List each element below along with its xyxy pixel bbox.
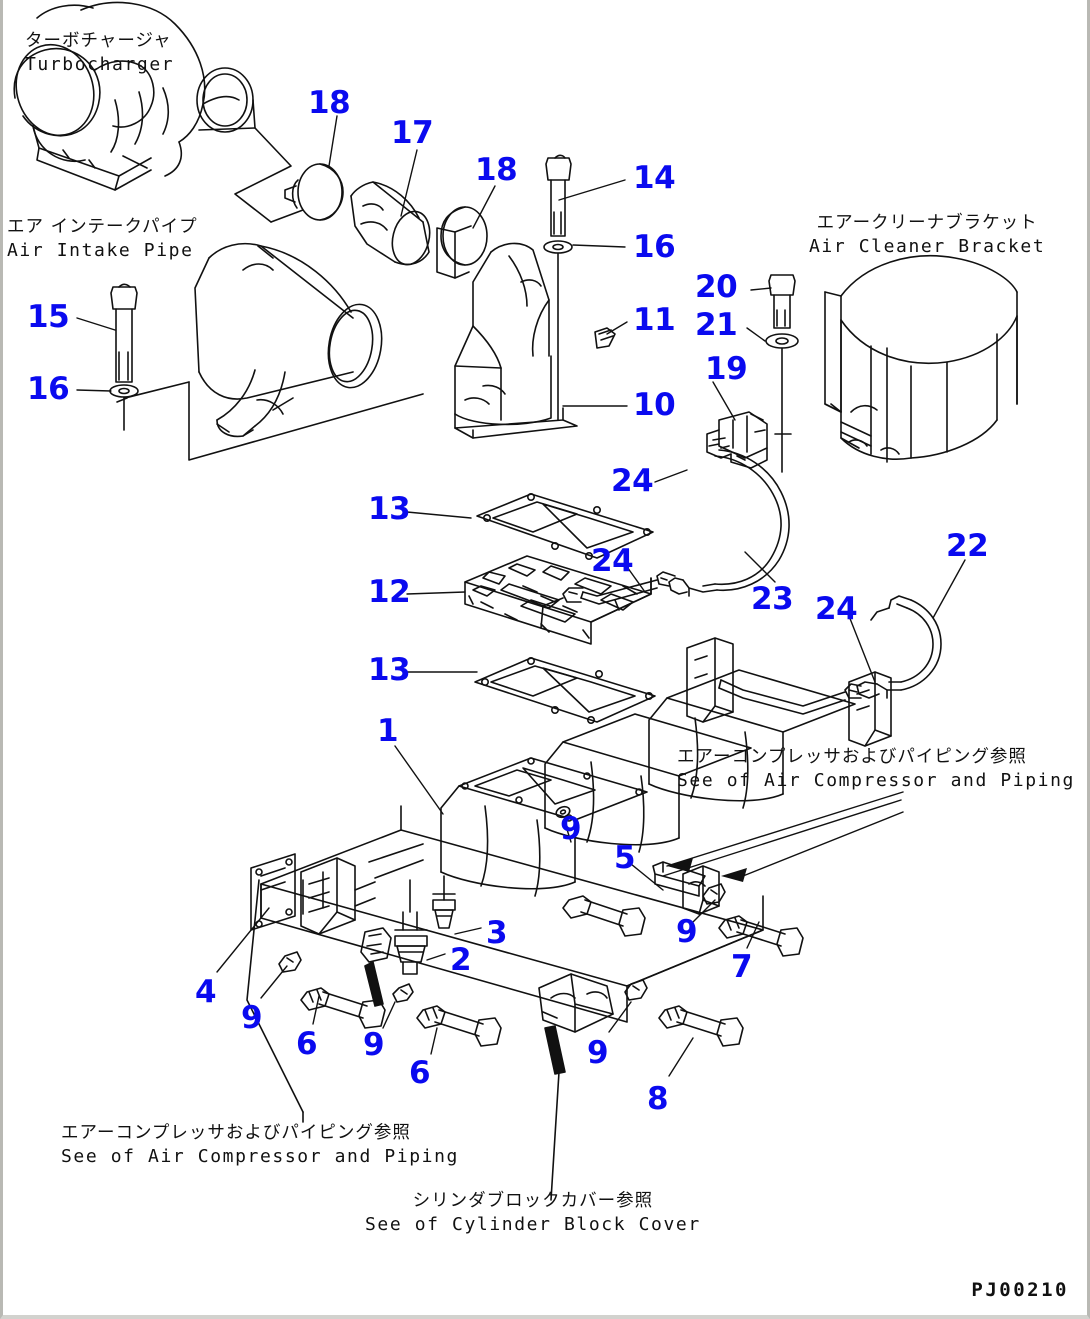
callout-8: 8 <box>647 1081 669 1117</box>
label-see-cylinder-block-cover: シリンダブロックカバー参照 See of Cylinder Block Cove… <box>365 1190 701 1236</box>
exhaust-manifold-1 <box>260 637 892 1023</box>
pipe-23 <box>668 449 790 597</box>
label-see-air-compressor-left: エアーコンプレッサおよびパイピング参照 See of Air Compresso… <box>61 1122 459 1168</box>
lower-bracket <box>538 973 614 1033</box>
turbocharger-part <box>13 1 256 191</box>
bolt-5-bolt <box>562 895 646 937</box>
hose-22 <box>856 595 942 699</box>
bolt-15 <box>110 283 138 383</box>
valve-assembly-19 <box>706 411 768 469</box>
label-turbocharger-jp: ターボチャージャ <box>25 31 172 51</box>
callout-21: 21 <box>695 307 738 343</box>
washer-16-top <box>543 240 573 254</box>
washer-21 <box>765 333 799 349</box>
washer-9-a <box>555 805 571 819</box>
hose-clamp-18-right <box>436 206 488 279</box>
washer-9-e <box>624 979 648 1001</box>
label-air-intake-pipe-jp: エア インテークパイプ <box>7 217 198 237</box>
fitting-11 <box>594 327 616 349</box>
label-see-air-compressor-right: エアーコンプレッサおよびパイピング参照 See of Air Compresso… <box>677 746 1075 792</box>
bolt-14 <box>545 154 572 237</box>
callout-3: 3 <box>486 915 508 951</box>
label-turbocharger-en: Turbocharger <box>25 53 175 75</box>
fitting-3 <box>432 875 456 929</box>
washer-9-c <box>278 951 302 973</box>
callout-1: 1 <box>377 713 399 749</box>
dowel-5 <box>652 861 706 897</box>
hose-17 <box>350 181 431 266</box>
air-intake-pipe-part <box>194 242 383 438</box>
connector-24-c <box>844 683 862 699</box>
callout-6-b: 6 <box>409 1055 431 1091</box>
plug-2 <box>394 911 428 975</box>
bolt-6-b <box>416 1005 502 1047</box>
callout-24-b: 24 <box>591 543 634 579</box>
callout-16-a: 16 <box>633 229 676 265</box>
callout-2: 2 <box>450 942 472 978</box>
callout-4: 4 <box>195 974 217 1010</box>
callout-16-b: 16 <box>27 371 70 407</box>
callout-17: 17 <box>391 115 434 151</box>
bracket-5b <box>682 865 720 915</box>
callout-5: 5 <box>614 840 636 876</box>
callout-9-d: 9 <box>363 1027 385 1063</box>
housing-12 <box>464 555 652 645</box>
callout-9-a: 9 <box>560 811 582 847</box>
gasket-13-bottom <box>474 656 656 724</box>
callout-19: 19 <box>705 351 748 387</box>
callout-15: 15 <box>27 299 70 335</box>
label-see-air-compressor-left-jp: エアーコンプレッサおよびパイピング参照 <box>61 1123 411 1143</box>
callout-7: 7 <box>731 949 753 985</box>
label-see-cylinder-block-cover-en: See of Cylinder Block Cover <box>365 1213 701 1235</box>
technical-line-drawing <box>13 1 1018 1201</box>
callout-12: 12 <box>368 574 411 610</box>
callout-10: 10 <box>633 387 676 423</box>
callout-24-a: 24 <box>611 463 654 499</box>
callout-9-e: 9 <box>587 1035 609 1071</box>
gasket-13-top <box>476 492 654 560</box>
stud-left <box>360 927 392 963</box>
label-see-air-compressor-right-en: See of Air Compressor and Piping <box>677 769 1075 791</box>
callout-11: 11 <box>633 302 676 338</box>
label-air-cleaner-bracket: エアークリーナブラケット Air Cleaner Bracket <box>809 212 1045 258</box>
callout-20: 20 <box>695 269 738 305</box>
label-air-intake-pipe: エア インテークパイプ Air Intake Pipe <box>7 216 198 262</box>
connector-24-b2 <box>562 587 584 603</box>
callout-13-a: 13 <box>368 491 411 527</box>
hose-clamp-18-left <box>284 163 344 221</box>
callout-9-b: 9 <box>676 914 698 950</box>
bolt-20 <box>768 274 796 329</box>
washer-16-left <box>109 384 139 398</box>
bolt-8 <box>658 1005 744 1047</box>
label-see-air-compressor-right-jp: エアーコンプレッサおよびパイピング参照 <box>677 747 1027 767</box>
callout-23: 23 <box>751 581 794 617</box>
intake-elbow-10 <box>454 242 578 439</box>
callout-18-a: 18 <box>308 85 351 121</box>
label-air-cleaner-bracket-en: Air Cleaner Bracket <box>809 235 1046 257</box>
label-turbocharger: ターボチャージャ Turbocharger <box>25 30 174 76</box>
callout-13-b: 13 <box>368 652 411 688</box>
connector-24-b <box>656 571 676 587</box>
callout-14: 14 <box>633 160 676 196</box>
callout-22: 22 <box>946 528 989 564</box>
bolt-7 <box>718 915 804 957</box>
label-air-cleaner-bracket-jp: エアークリーナブラケット <box>816 213 1038 233</box>
label-see-air-compressor-left-en: See of Air Compressor and Piping <box>61 1145 459 1167</box>
callout-18-b: 18 <box>475 152 518 188</box>
drawing-number: PJ00210 <box>971 1279 1069 1301</box>
air-cleaner-bracket-part <box>824 255 1018 463</box>
label-air-intake-pipe-en: Air Intake Pipe <box>7 239 194 261</box>
leader-lines <box>76 115 966 1077</box>
washer-9-d <box>392 983 414 1003</box>
label-see-cylinder-block-cover-jp: シリンダブロックカバー参照 <box>412 1191 654 1211</box>
callout-9-c: 9 <box>241 1000 263 1036</box>
callout-6-a: 6 <box>296 1026 318 1062</box>
callout-24-c: 24 <box>815 591 858 627</box>
plate-4 <box>250 853 296 931</box>
